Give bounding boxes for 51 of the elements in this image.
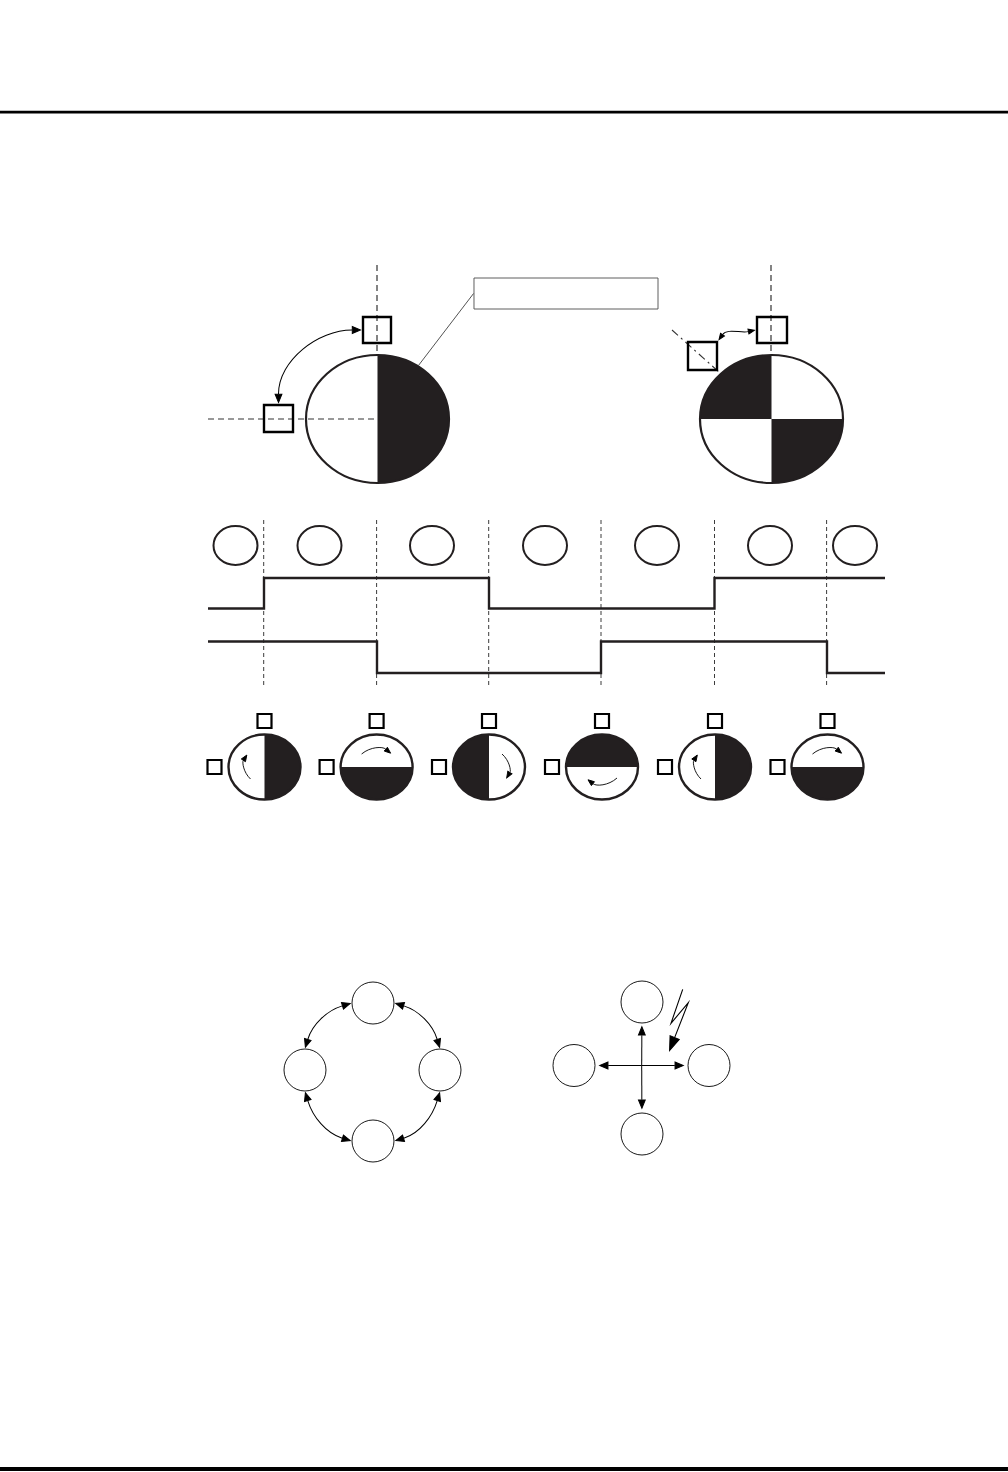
empty-circle bbox=[747, 525, 793, 566]
square-marker bbox=[769, 758, 786, 776]
empty-circle bbox=[409, 525, 455, 566]
square-marker bbox=[206, 758, 223, 776]
arrow bbox=[637, 1026, 646, 1066]
leader-line bbox=[418, 293, 474, 366]
curved-arrow bbox=[274, 326, 361, 403]
half-filled-disk bbox=[564, 733, 640, 801]
square-marker bbox=[256, 712, 273, 730]
half-filled-disk bbox=[677, 733, 753, 801]
square-marker bbox=[262, 403, 295, 434]
square-marker bbox=[480, 712, 498, 730]
square-marker bbox=[361, 315, 393, 345]
arrow bbox=[641, 1061, 684, 1070]
empty-circle bbox=[351, 981, 395, 1025]
square-marker bbox=[368, 712, 385, 730]
empty-circle bbox=[522, 525, 568, 566]
half-filled-disk bbox=[339, 733, 414, 801]
empty-circle bbox=[283, 1048, 327, 1092]
half-filled-disk bbox=[227, 733, 302, 801]
empty-circle bbox=[634, 525, 680, 566]
square-marker bbox=[318, 758, 335, 776]
empty-circle bbox=[212, 525, 259, 566]
empty-circle bbox=[351, 1119, 395, 1163]
curved-arrow bbox=[304, 1002, 351, 1048]
square-marker bbox=[430, 758, 448, 776]
square-marker bbox=[706, 712, 724, 730]
square-marker bbox=[755, 315, 789, 345]
square-marker bbox=[656, 758, 674, 776]
empty-circle bbox=[418, 1048, 462, 1092]
curved-arrow bbox=[718, 328, 755, 341]
half-filled-disk bbox=[790, 733, 865, 801]
arrow bbox=[637, 1065, 646, 1109]
callout-box bbox=[473, 277, 659, 310]
square-marker bbox=[593, 712, 611, 730]
curved-arrow bbox=[395, 1002, 441, 1048]
empty-circle bbox=[832, 525, 878, 566]
square-marker bbox=[543, 758, 561, 776]
empty-circle bbox=[296, 525, 343, 566]
curved-arrow bbox=[304, 1092, 351, 1142]
square-marker bbox=[819, 712, 836, 730]
curved-arrow bbox=[395, 1092, 441, 1142]
empty-circle bbox=[620, 1112, 664, 1156]
quartered-disk bbox=[698, 353, 845, 485]
half-filled-disk bbox=[304, 353, 451, 485]
empty-circle bbox=[552, 1044, 596, 1087]
arrow bbox=[599, 1061, 643, 1070]
empty-circle bbox=[687, 1044, 731, 1087]
square-marker bbox=[686, 340, 719, 372]
empty-circle bbox=[620, 980, 664, 1024]
half-filled-disk bbox=[451, 733, 527, 801]
